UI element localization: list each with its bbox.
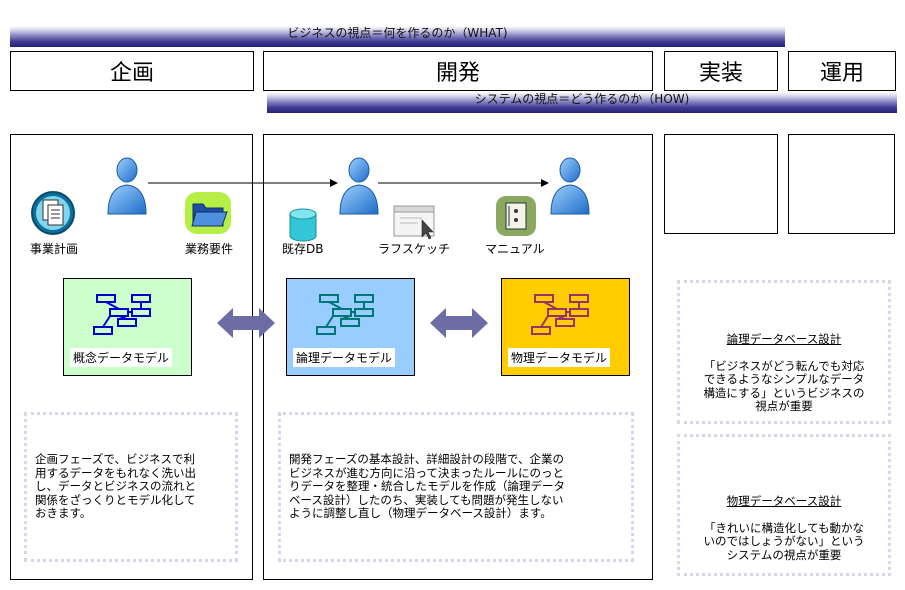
- physical-design-note-title: 物理データベース設計: [726, 493, 842, 508]
- business-plan-label: 事業計画: [30, 242, 79, 256]
- manual-label: マニュアル: [485, 242, 545, 256]
- physical-design-note-body: 「きれいに構造化しても動かな いのではしょうがない」という システムの視点が重要: [703, 520, 865, 562]
- double-arrow-icon: [430, 308, 488, 338]
- conceptual-data-model-label: 概念データモデル: [70, 348, 173, 367]
- logical-data-model-box: 論理データモデル: [286, 278, 415, 376]
- system-viewpoint-banner: システムの視点＝どう作るのか（HOW): [267, 92, 897, 113]
- business-viewpoint-text: ビジネスの視点＝何を作るのか（WHAT): [287, 26, 508, 40]
- physical-design-note: 物理データベース設計 「きれいに構造化しても動かな いのではしょうがない」という…: [677, 434, 891, 576]
- logical-design-note-body: 「ビジネスがどう転んでも対応 できるようなシンプルなデータ 構造にする」というビ…: [703, 358, 865, 413]
- window-cursor-icon: [393, 205, 435, 240]
- phase-development: 開発: [263, 51, 653, 91]
- phase-development-label: 開発: [435, 61, 480, 86]
- manual-icon: [496, 196, 536, 236]
- person-icon: [339, 157, 379, 215]
- phase-planning: 企画: [10, 51, 254, 91]
- planning-description-box: 企画フェーズで、ビジネスで利 用するデータをもれなく洗い出 し、データとビジネス…: [24, 412, 238, 562]
- development-description-box: 開発フェーズの基本設計、詳細設計の段階で、企業の ビジネスが進む方向に沿って決ま…: [278, 412, 634, 562]
- person-icon: [107, 157, 147, 215]
- logical-design-note-title: 論理データベース設計: [726, 331, 842, 346]
- phase-implementation-label: 実装: [698, 61, 743, 86]
- planning-description: 企画フェーズで、ビジネスで利 用するデータをもれなく洗い出 し、データとビジネス…: [35, 452, 196, 520]
- rough-sketch-label: ラフスケッチ: [378, 242, 451, 256]
- document-icon: [31, 191, 75, 235]
- logical-design-note: 論理データベース設計 「ビジネスがどう転んでも対応 できるようなシンプルなデータ…: [677, 280, 891, 424]
- folder-icon: [185, 192, 231, 234]
- phase-planning-label: 企画: [109, 61, 154, 86]
- implementation-frame: [664, 134, 778, 234]
- system-viewpoint-text: システムの視点＝どう作るのか（HOW): [474, 92, 690, 106]
- physical-data-model-box: 物理データモデル: [501, 278, 630, 376]
- entity-diagram-icon: [93, 294, 151, 335]
- entity-diagram-icon: [531, 294, 589, 335]
- phase-implementation: 実装: [664, 51, 778, 91]
- development-description: 開発フェーズの基本設計、詳細設計の段階で、企業の ビジネスが進む方向に沿って決ま…: [289, 452, 565, 520]
- phase-operation-label: 運用: [819, 61, 864, 86]
- conceptual-data-model-box: 概念データモデル: [63, 278, 192, 376]
- operation-frame: [788, 134, 895, 234]
- entity-diagram-icon: [316, 294, 374, 335]
- database-icon: [289, 208, 317, 242]
- logical-data-model-label: 論理データモデル: [293, 348, 396, 367]
- physical-data-model-label: 物理データモデル: [508, 348, 611, 367]
- business-requirements-label: 業務要件: [185, 242, 234, 256]
- phase-operation: 運用: [788, 51, 896, 91]
- existing-db-label: 既存DB: [282, 242, 324, 256]
- double-arrow-icon: [217, 308, 275, 338]
- business-viewpoint-banner: ビジネスの視点＝何を作るのか（WHAT): [10, 26, 785, 47]
- person-icon: [550, 157, 590, 215]
